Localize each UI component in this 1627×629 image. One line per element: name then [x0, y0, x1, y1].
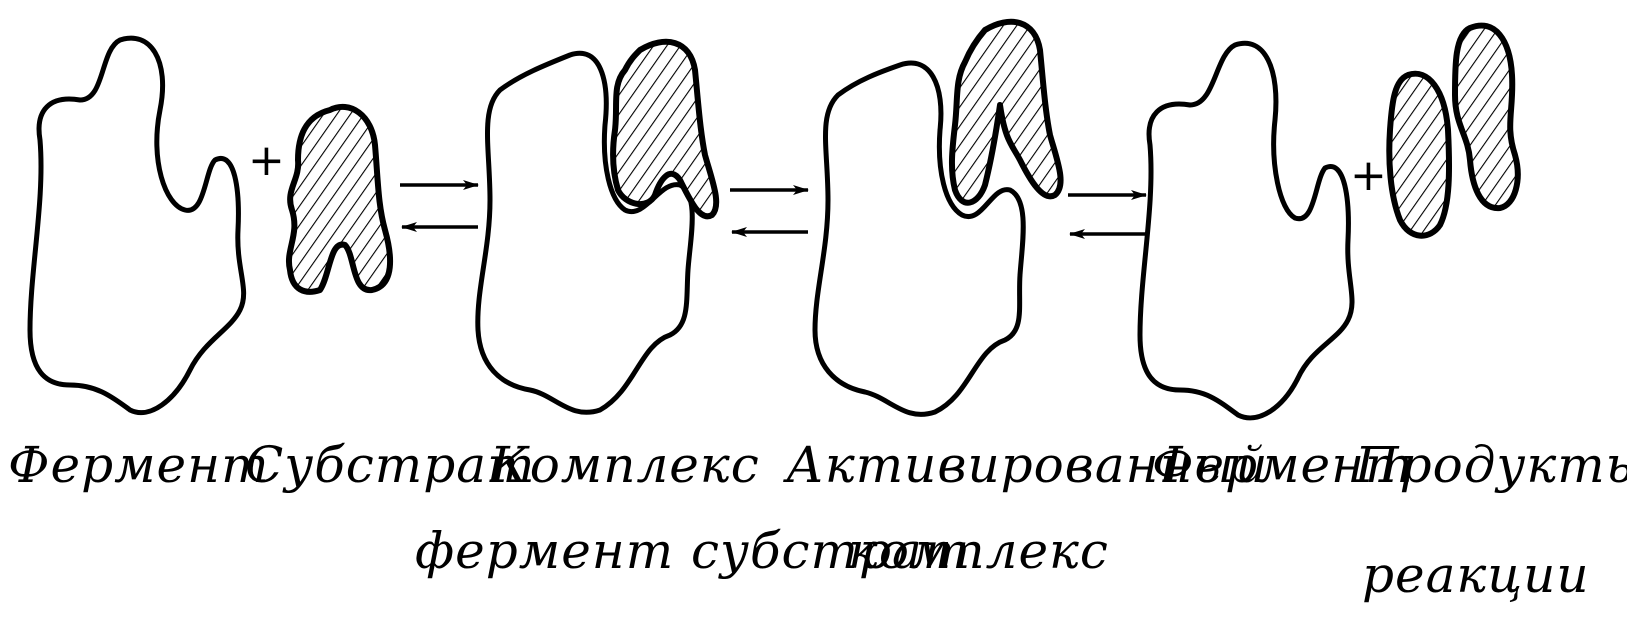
label-products: Продукты: [1354, 436, 1627, 494]
regenerated-enzyme-shape: [1140, 43, 1352, 418]
label-products-line2: реакции: [1362, 546, 1590, 604]
product-shape-1: [1389, 74, 1449, 236]
activated-substrate-shape: [952, 22, 1061, 203]
enzyme-shape: [30, 38, 244, 413]
label-activated-line2: комплекс: [848, 522, 1109, 580]
label-complex: Комплекс: [489, 436, 760, 494]
product-shape-2: [1455, 26, 1518, 209]
plus-sign-1: +: [248, 135, 285, 186]
plus-sign-2: +: [1350, 150, 1387, 201]
substrate-shape: [289, 107, 390, 292]
label-enzyme: Фермент: [8, 436, 270, 494]
